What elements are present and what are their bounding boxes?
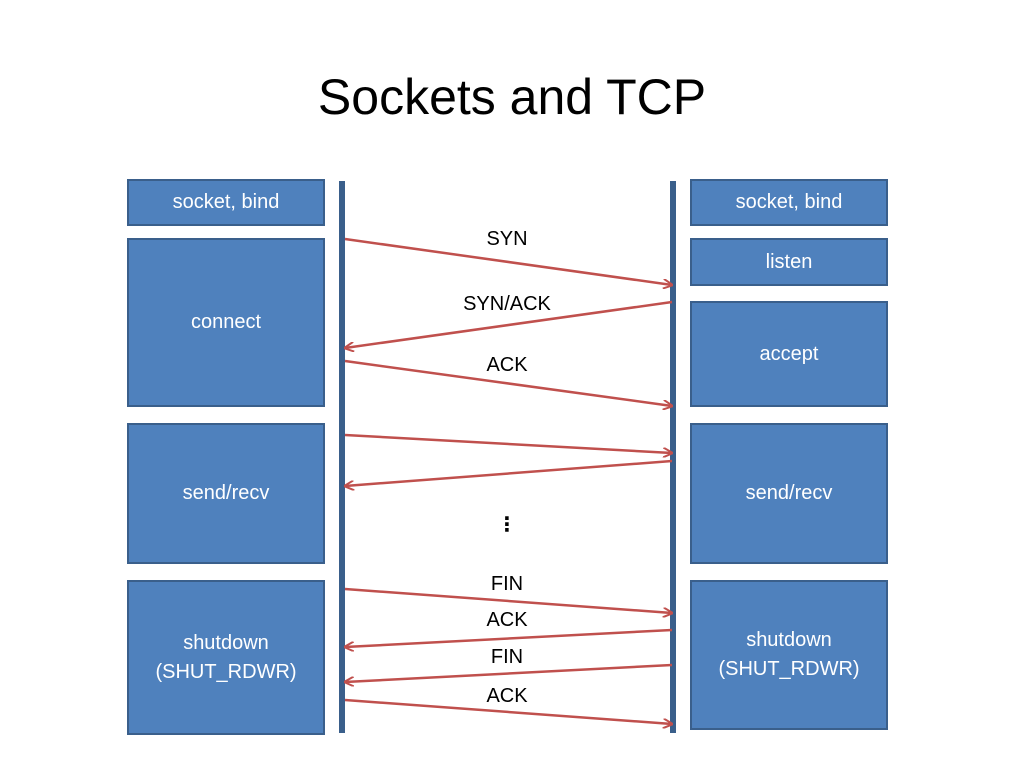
data-arrow-to-server bbox=[344, 433, 672, 453]
box-label: accept bbox=[759, 342, 819, 365]
box-label: send/recv bbox=[745, 482, 833, 504]
ellipsis-label: ⋮ bbox=[497, 514, 517, 536]
ack-label: ACK bbox=[486, 354, 528, 376]
box-sublabel: (SHUT_RDWR) bbox=[718, 658, 860, 680]
data-arrow-to-client bbox=[345, 459, 673, 486]
client-shutdown-box: shutdown (SHUT_RDWR) bbox=[127, 580, 325, 735]
box-label: listen bbox=[765, 250, 813, 273]
box-label: send/recv bbox=[182, 482, 270, 504]
box-label: socket, bind bbox=[735, 191, 843, 213]
fin-label-2: FIN bbox=[490, 646, 524, 668]
client-send-recv-box: send/recv bbox=[127, 423, 325, 564]
client-socket-bind-box: socket, bind bbox=[127, 179, 325, 226]
box-label: connect bbox=[190, 311, 262, 333]
server-send-recv-box: send/recv bbox=[690, 423, 888, 564]
syn-label: SYN bbox=[486, 228, 528, 250]
syn-ack-label: SYN/ACK bbox=[463, 293, 551, 315]
ack-label-3: ACK bbox=[486, 685, 528, 707]
page-title: Sockets and TCP bbox=[317, 69, 707, 125]
box-label: shutdown bbox=[746, 629, 832, 651]
box-label: socket, bind bbox=[172, 191, 280, 213]
server-socket-bind-box: socket, bind bbox=[690, 179, 888, 226]
server-accept-box: accept bbox=[690, 301, 888, 407]
ack-label-2: ACK bbox=[486, 609, 528, 631]
client-timeline bbox=[339, 181, 345, 733]
client-connect-box: connect bbox=[127, 238, 325, 407]
box-sublabel: (SHUT_RDWR) bbox=[155, 660, 297, 683]
server-listen-box: listen bbox=[690, 238, 888, 286]
box-label: shutdown bbox=[183, 631, 269, 654]
fin-label-1: FIN bbox=[490, 573, 524, 595]
server-timeline bbox=[670, 181, 676, 733]
server-shutdown-box: shutdown (SHUT_RDWR) bbox=[690, 580, 888, 730]
